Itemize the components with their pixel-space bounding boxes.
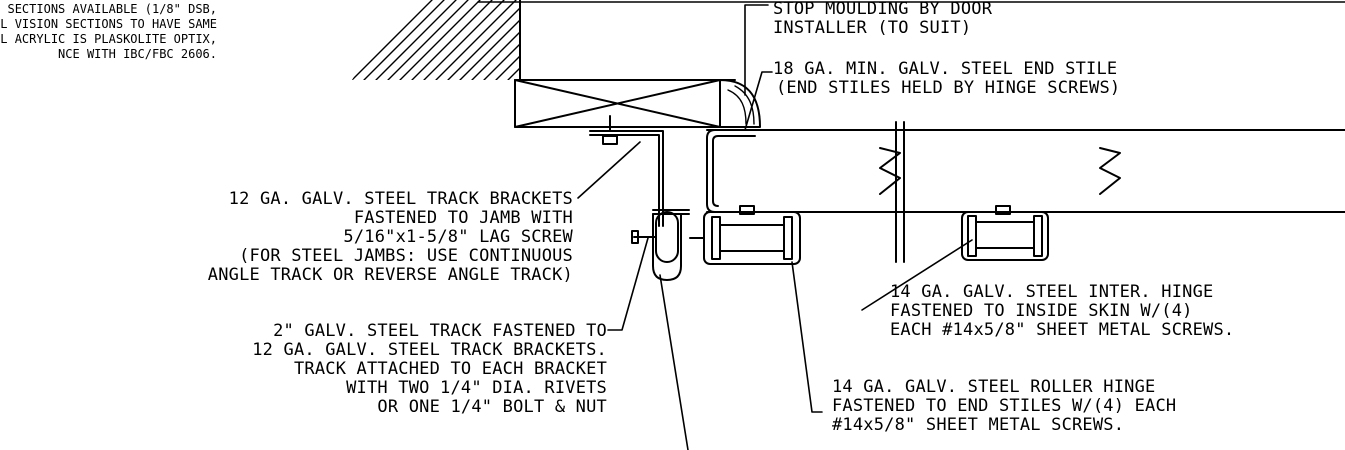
label-line: FASTENED TO JAMB WITH — [353, 208, 573, 228]
label-track: 2" GALV. STEEL TRACK FASTENED TO 12 GA. … — [252, 322, 607, 417]
label-stop-moulding: STOP MOULDING BY DOOR INSTALLER (TO SUIT… — [773, 0, 992, 38]
label-line: (FOR STEEL JAMBS: USE CONTINUOUS — [239, 246, 573, 266]
label-line: #14x5/8" SHEET METAL SCREWS. — [832, 415, 1125, 435]
note-line: W LITE SECTIONS AVAILABLE (1/8" DSB, — [0, 2, 217, 16]
inter-hinge — [961, 205, 1049, 261]
note-line: PTIONAL ACRYLIC IS PLASKOLITE OPTIX, — [0, 32, 217, 46]
roller-hinge — [689, 205, 801, 265]
label-line: 18 GA. MIN. GALV. STEEL END STILE — [773, 59, 1118, 79]
label-line: WITH TWO 1/4" DIA. RIVETS — [346, 378, 607, 398]
label-line: TRACK ATTACHED TO EACH BRACKET — [293, 359, 607, 379]
label-line: 5/16"x1-5/8" LAG SCREW — [343, 227, 573, 247]
label-line: ANGLE TRACK OR REVERSE ANGLE TRACK) — [207, 265, 573, 285]
note-line: NCE WITH IBC/FBC 2606. — [58, 47, 217, 61]
break-line-2 — [1099, 147, 1121, 195]
label-line: 2" GALV. STEEL TRACK FASTENED TO — [273, 321, 607, 341]
label-line: (END STILES HELD BY HINGE SCREWS) — [776, 78, 1121, 98]
lag-screw-head — [602, 135, 618, 145]
roller-nut — [631, 230, 639, 244]
label-inter-hinge: 14 GA. GALV. STEEL INTER. HINGE FASTENED… — [890, 283, 1234, 340]
note-line: FULL VISION SECTIONS TO HAVE SAME — [0, 17, 217, 31]
leader-lines — [577, 4, 973, 450]
label-line: FASTENED TO END STILES W/(4) EACH — [832, 396, 1177, 416]
label-end-stile: 18 GA. MIN. GALV. STEEL END STILE (END S… — [773, 60, 1120, 98]
label-line: STOP MOULDING BY DOOR — [773, 0, 993, 19]
label-line: 12 GA. GALV. STEEL TRACK BRACKETS — [228, 189, 573, 209]
break-line-1 — [879, 147, 901, 195]
wall-hatch — [352, 0, 520, 80]
label-line: 12 GA. GALV. STEEL TRACK BRACKETS. — [252, 340, 607, 360]
stop-moulding — [719, 79, 761, 128]
label-line: 14 GA. GALV. STEEL ROLLER HINGE — [832, 377, 1156, 397]
note-top-left: W LITE SECTIONS AVAILABLE (1/8" DSB, FUL… — [0, 2, 217, 62]
label-roller-hinge: 14 GA. GALV. STEEL ROLLER HINGE FASTENED… — [832, 378, 1176, 435]
label-line: INSTALLER (TO SUIT) — [773, 18, 972, 38]
end-stile — [706, 129, 756, 213]
label-line: EACH #14x5/8" SHEET METAL SCREWS. — [890, 320, 1235, 340]
label-line: 14 GA. GALV. STEEL INTER. HINGE — [890, 282, 1214, 302]
label-line: OR ONE 1/4" BOLT & NUT — [377, 397, 607, 417]
label-track-brackets: 12 GA. GALV. STEEL TRACK BRACKETS FASTEN… — [208, 190, 573, 285]
track-bracket — [589, 130, 664, 227]
label-line: FASTENED TO INSIDE SKIN W/(4) — [890, 301, 1193, 321]
track — [652, 213, 682, 281]
wood-jamb — [514, 79, 721, 128]
